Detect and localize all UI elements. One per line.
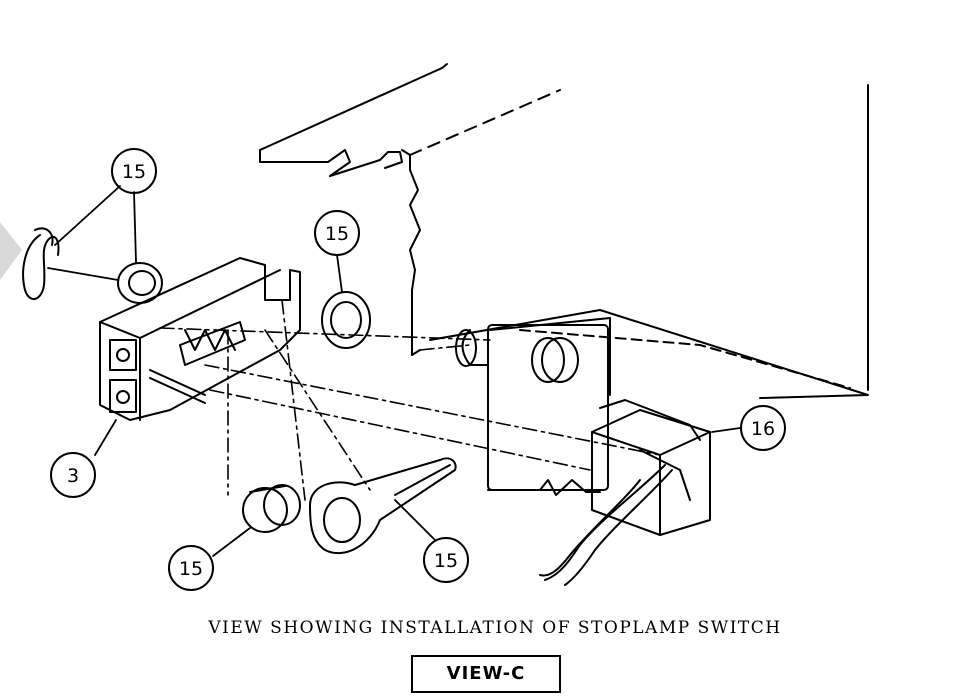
- washer-center: [321, 291, 371, 349]
- page-edge-marker: [0, 222, 22, 280]
- callout-circle-16: [740, 405, 786, 451]
- callout-circle-15-bottom-left: [168, 545, 214, 591]
- leader-lines: [47, 185, 741, 557]
- callout-15-center: 15: [325, 223, 349, 245]
- callout-16: 16: [751, 418, 775, 440]
- callout-circle-15-top-left: [111, 148, 157, 194]
- callout-3: 3: [67, 465, 79, 487]
- callout-circle-15-center: [314, 210, 360, 256]
- view-label-box: VIEW-C: [411, 655, 561, 693]
- stoplamp-switch-body: [99, 257, 301, 421]
- figure-caption: VIEW SHOWING INSTALLATION OF STOPLAMP SW…: [208, 618, 782, 638]
- callout-15-bottom-left: 15: [179, 558, 203, 580]
- callout-circle-3: [50, 452, 96, 498]
- eye-rod: [309, 457, 457, 555]
- callout-circle-15-bottom-right: [423, 537, 469, 583]
- callout-15-top-left: 15: [122, 161, 146, 183]
- pedal-bracket-structure: [259, 63, 869, 496]
- bushing-bottom-left: [242, 484, 301, 533]
- wiring-connector: [539, 399, 711, 586]
- cotter-pin: [22, 227, 60, 300]
- callout-15-bottom-right: 15: [434, 550, 458, 572]
- alignment-lines: [159, 299, 661, 501]
